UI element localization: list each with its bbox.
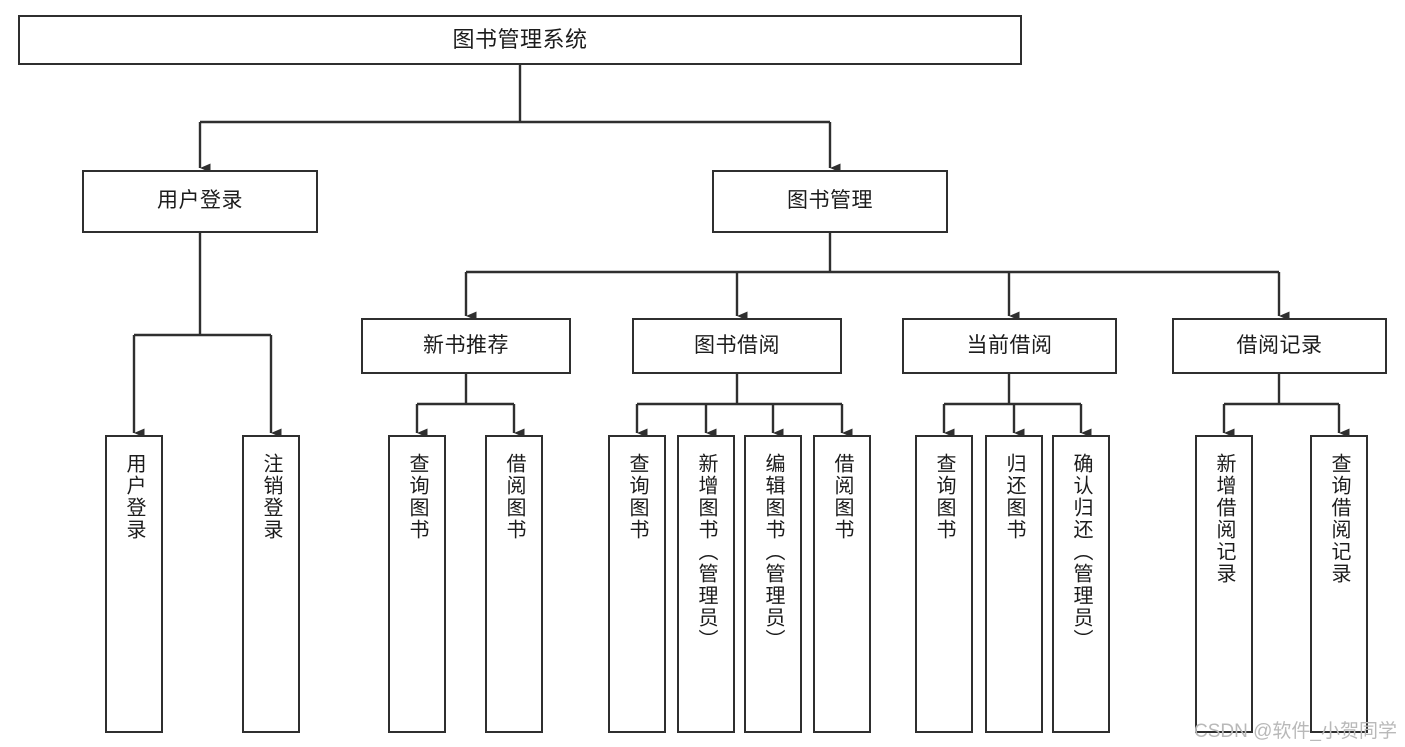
node-current-borrow-label: 当前借阅: [966, 333, 1053, 357]
leaf-borrow-query-book-label: 查询图书: [626, 453, 648, 541]
leaf-confirm-return-admin-label: 确认归还（管理员）: [1070, 453, 1092, 651]
node-new-book-recommend[interactable]: 新书推荐: [361, 318, 571, 374]
node-root[interactable]: 图书管理系统: [18, 15, 1022, 65]
leaf-logout-label: 注销登录: [260, 453, 282, 541]
leaf-borrow-book-label: 借阅图书: [831, 453, 853, 541]
node-root-label: 图书管理系统: [452, 27, 588, 53]
leaf-edit-book-admin[interactable]: 编辑图书（管理员）: [744, 435, 802, 733]
leaf-add-borrow-record-label: 新增借阅记录: [1213, 453, 1235, 585]
leaf-query-borrow-record[interactable]: 查询借阅记录: [1310, 435, 1368, 733]
leaf-user-login[interactable]: 用户登录: [105, 435, 163, 733]
leaf-return-book-label: 归还图书: [1003, 453, 1025, 541]
watermark-text: CSDN @软件_小贺同学: [1194, 721, 1397, 742]
leaf-current-query-book-label: 查询图书: [933, 453, 955, 541]
leaf-confirm-return-admin[interactable]: 确认归还（管理员）: [1052, 435, 1110, 733]
node-new-book-recommend-label: 新书推荐: [423, 333, 509, 357]
leaf-newbook-borrow-book[interactable]: 借阅图书: [485, 435, 543, 733]
node-user-login-label: 用户登录: [157, 189, 243, 213]
leaf-query-borrow-record-label: 查询借阅记录: [1328, 453, 1350, 585]
leaf-borrow-query-book[interactable]: 查询图书: [608, 435, 666, 733]
node-borrow-record-label: 借阅记录: [1236, 333, 1323, 357]
leaf-add-borrow-record[interactable]: 新增借阅记录: [1195, 435, 1253, 733]
leaf-newbook-query-book-label: 查询图书: [406, 453, 428, 541]
node-user-login[interactable]: 用户登录: [82, 170, 318, 233]
leaf-add-book-admin[interactable]: 新增图书（管理员）: [677, 435, 735, 733]
leaf-newbook-borrow-book-label: 借阅图书: [503, 453, 525, 541]
leaf-add-book-admin-label: 新增图书（管理员）: [695, 453, 717, 651]
node-book-management[interactable]: 图书管理: [712, 170, 948, 233]
node-current-borrow[interactable]: 当前借阅: [902, 318, 1117, 374]
node-borrow-record[interactable]: 借阅记录: [1172, 318, 1387, 374]
node-book-borrow-label: 图书借阅: [694, 333, 780, 357]
leaf-newbook-query-book[interactable]: 查询图书: [388, 435, 446, 733]
leaf-edit-book-admin-label: 编辑图书（管理员）: [762, 453, 784, 651]
node-book-management-label: 图书管理: [787, 189, 873, 213]
leaf-borrow-book[interactable]: 借阅图书: [813, 435, 871, 733]
leaf-user-login-label: 用户登录: [123, 453, 145, 541]
leaf-logout[interactable]: 注销登录: [242, 435, 300, 733]
leaf-return-book[interactable]: 归还图书: [985, 435, 1043, 733]
node-book-borrow[interactable]: 图书借阅: [632, 318, 842, 374]
leaf-current-query-book[interactable]: 查询图书: [915, 435, 973, 733]
